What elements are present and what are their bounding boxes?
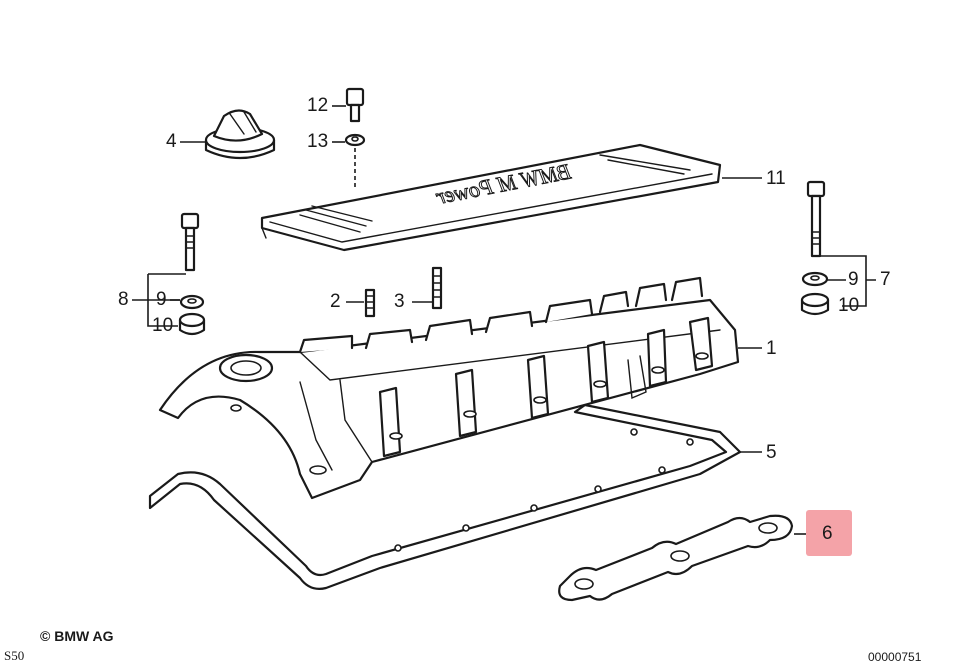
long-stud-part[interactable] [431, 266, 443, 310]
right-grommet-part[interactable] [800, 292, 830, 316]
callout-5[interactable]: 5 [766, 442, 777, 463]
callout-6[interactable]: 6 [822, 523, 833, 544]
left-bolt-part[interactable] [180, 212, 200, 272]
leader-lines [132, 105, 876, 535]
oil-filler-cap-part[interactable] [204, 109, 276, 160]
callout-13[interactable]: 13 [307, 131, 329, 152]
callout-1[interactable]: 1 [766, 338, 777, 359]
callout-8[interactable]: 8 [118, 289, 129, 310]
cover-bolt-part[interactable] [345, 87, 365, 123]
callout-10-right[interactable]: 10 [838, 295, 860, 316]
cover-gasket-part[interactable] [148, 403, 742, 590]
short-stud-part[interactable] [364, 288, 376, 318]
engine-cover-part[interactable]: BMW M Power [260, 143, 722, 252]
plug-gasket-part[interactable] [558, 514, 794, 602]
callout-12[interactable]: 12 [307, 95, 329, 116]
callout-4[interactable]: 4 [166, 131, 177, 152]
right-washer-part[interactable] [801, 271, 829, 287]
sheet-code-label: S50 [4, 648, 25, 663]
cover-washer-part[interactable] [344, 133, 366, 147]
cylinder-head-cover-part[interactable] [158, 276, 740, 500]
callout-9-right[interactable]: 9 [848, 269, 859, 290]
callout-11[interactable]: 11 [766, 168, 786, 189]
highlight-box [806, 510, 852, 556]
callout-3[interactable]: 3 [394, 291, 405, 312]
right-bolt-part[interactable] [806, 180, 826, 258]
left-grommet-part[interactable] [178, 312, 206, 336]
left-washer-part[interactable] [179, 294, 205, 310]
callout-2[interactable]: 2 [330, 291, 341, 312]
callout-7[interactable]: 7 [880, 269, 891, 290]
drawing-number-label: 00000751 [868, 650, 922, 664]
callout-10-left[interactable]: 10 [152, 315, 174, 336]
callout-9-left[interactable]: 9 [156, 289, 167, 310]
copyright-label: © BMW AG [40, 628, 114, 644]
